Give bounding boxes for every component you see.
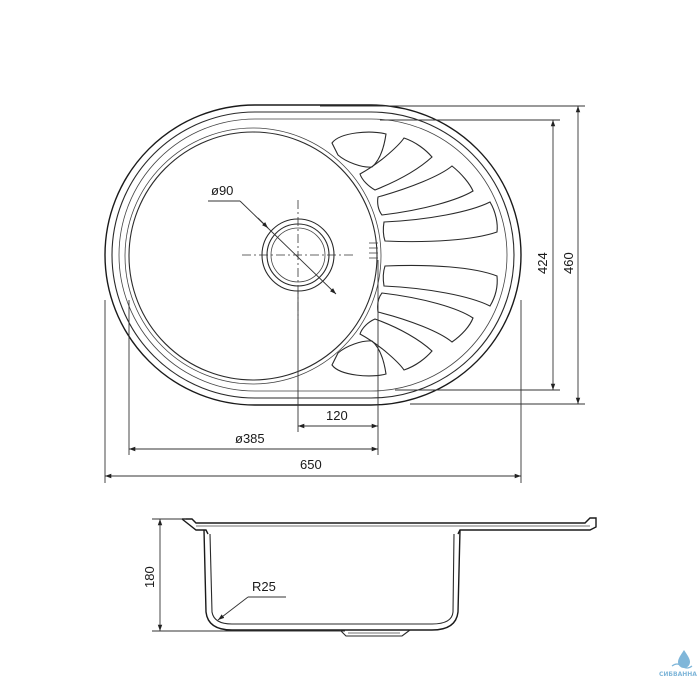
sink-inner-rim-2: [118, 118, 508, 392]
groove: [382, 201, 498, 243]
side-bowl-outer: [203, 529, 461, 631]
groove: [377, 292, 474, 343]
wave-icon: [671, 663, 693, 669]
overall-width-label: 650: [300, 457, 322, 472]
side-drain: [339, 629, 411, 637]
height-label: 180: [142, 566, 157, 588]
drain-diameter-label: ø90: [211, 183, 233, 198]
bowl-diameter-label: ø385: [235, 431, 265, 446]
corner-radius-leader-diag: [217, 596, 249, 621]
groove: [359, 318, 433, 371]
drain-offset-label: 120: [326, 408, 348, 423]
bowl: [128, 131, 378, 381]
corner-radius-label: R25: [252, 579, 276, 594]
bowl-outer: [124, 127, 382, 385]
top-view: ø90 120 ø385 650 424 460: [104, 104, 585, 483]
drainboard-grooves: [331, 131, 498, 377]
groove: [377, 165, 474, 216]
logo-text: СИБВАННА: [659, 671, 697, 678]
sink-outer-rim: [104, 104, 522, 406]
water-drop-icon: [678, 650, 690, 668]
sink-inner-rim: [111, 111, 515, 399]
brand-logo: СИБВАННА: [659, 650, 697, 678]
side-view: R25 180: [142, 517, 597, 637]
groove: [331, 131, 387, 168]
drain-diameter-leader-diag-start: [257, 217, 269, 229]
groove: [382, 264, 498, 307]
side-bowl-inner: [209, 533, 455, 625]
inner-depth-label: 424: [535, 252, 550, 274]
groove: [331, 340, 387, 377]
outer-depth-label: 460: [561, 252, 576, 274]
groove: [359, 137, 433, 191]
drain-diameter-leader-diag: [239, 200, 337, 295]
side-rim-left: [181, 518, 209, 535]
side-rim-outer: [182, 517, 597, 535]
